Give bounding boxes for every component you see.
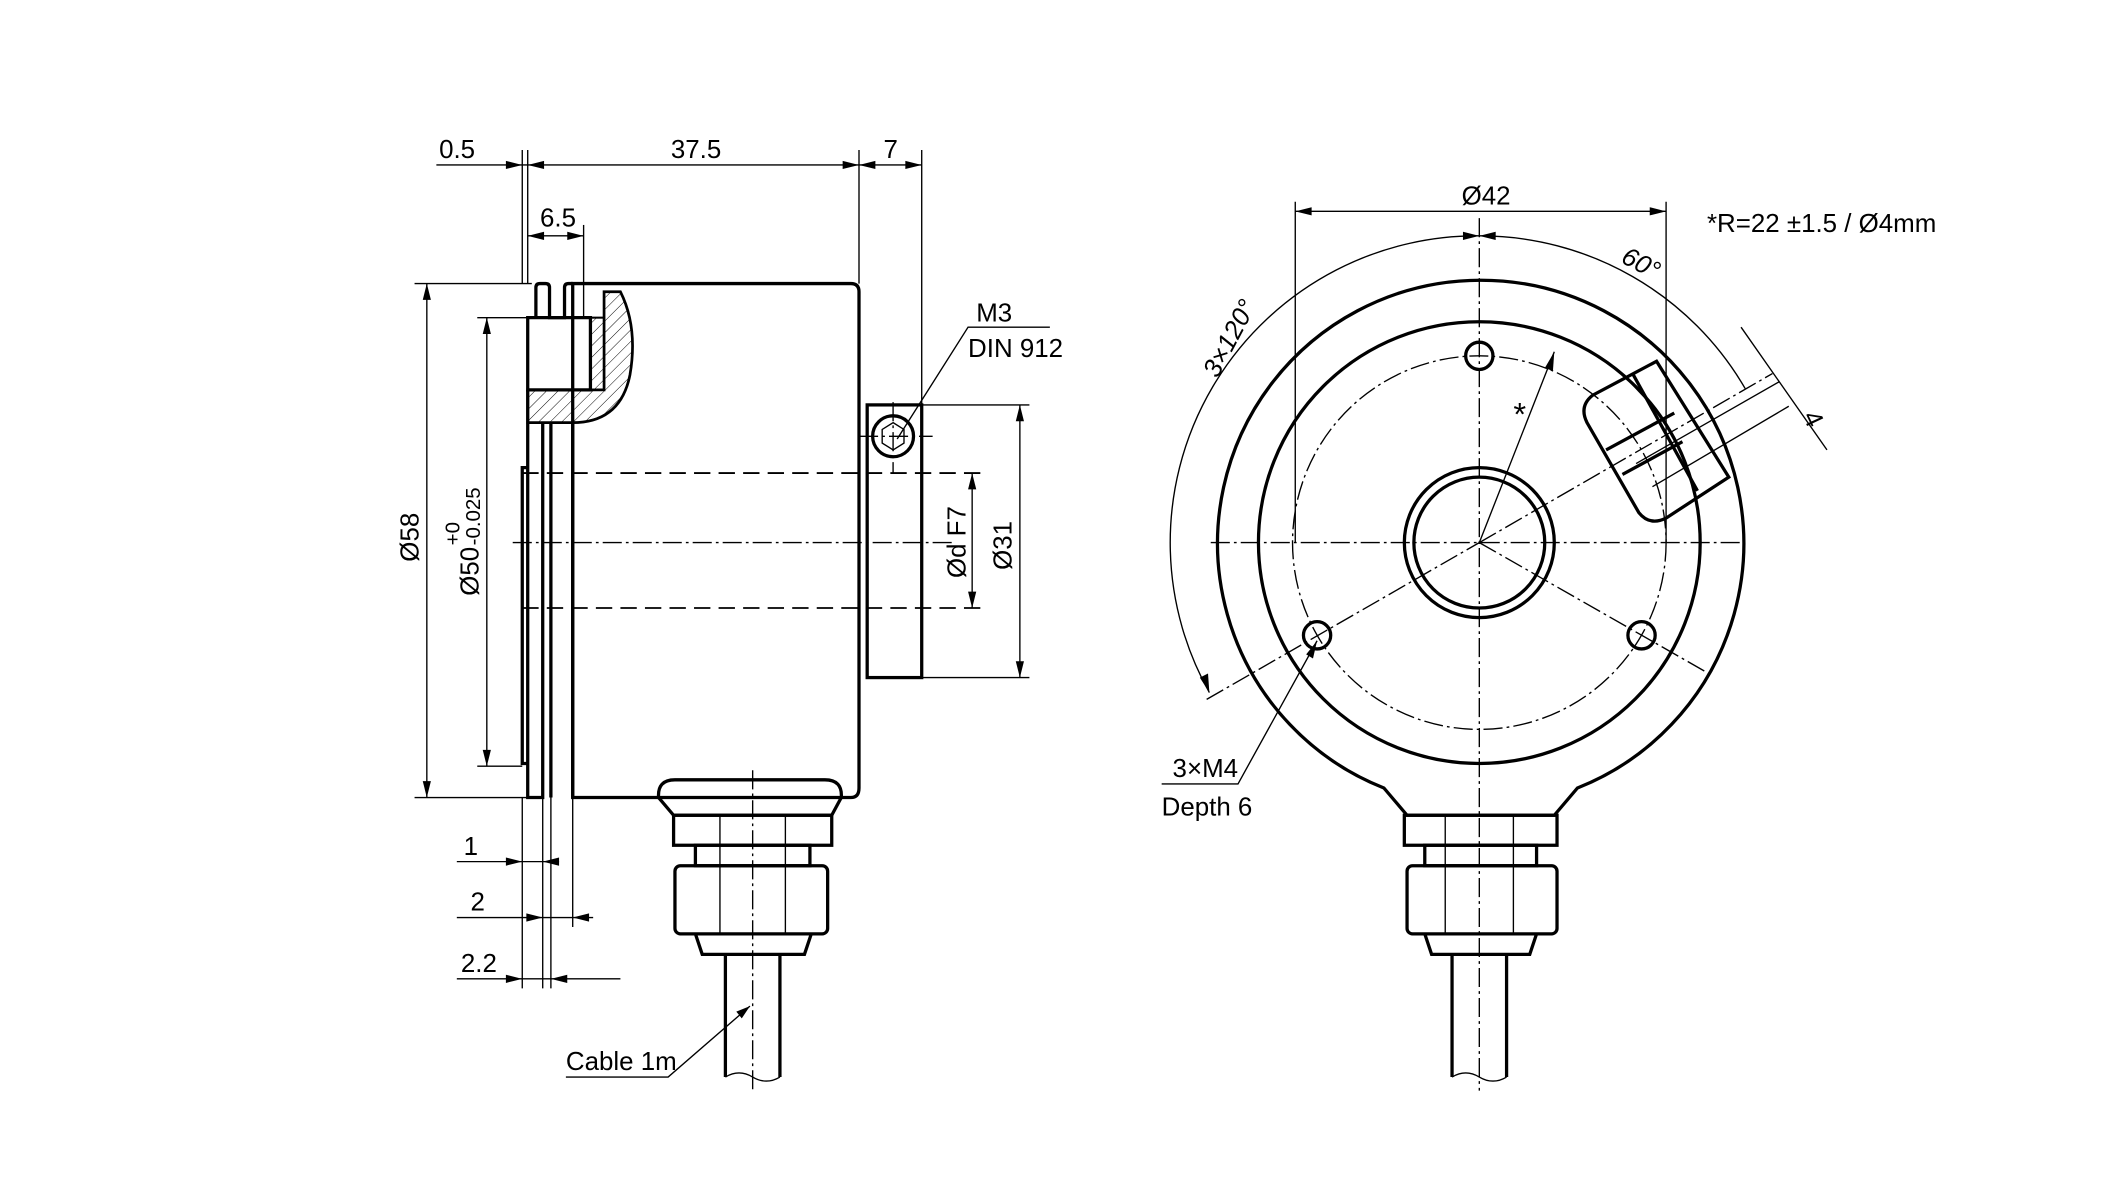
dim-6-5: 6.5 [540, 204, 576, 232]
cable-gland-base [656, 778, 843, 817]
flange-plate [526, 389, 545, 800]
mounting-hole-left [1301, 620, 1333, 651]
dim-2-2: 2.2 [461, 950, 497, 978]
angle-60: 60° [1617, 242, 1665, 285]
holes-label: 3×M4 [1173, 755, 1239, 783]
housing-section [526, 290, 634, 424]
housing-outer-circle [1215, 278, 1746, 817]
screw-label-din: DIN 912 [968, 335, 1063, 363]
flange [534, 281, 573, 320]
dim-37-5: 37.5 [671, 136, 721, 164]
note-radius: *R=22 ±1.5 / Ø4mm [1707, 210, 1936, 238]
screw-label-m3: M3 [976, 300, 1012, 328]
spigot-tolerance-upper: +0 [442, 522, 465, 545]
spigot-tolerance-lower: -0.025 [462, 487, 485, 545]
holes-depth: Depth 6 [1162, 793, 1253, 821]
clamp-ring [865, 403, 924, 680]
radius-mark: * [1513, 395, 1526, 432]
seal-section [589, 316, 606, 391]
bearing-section [526, 316, 593, 392]
front-view: * 4 Ø42 *R=22 ±1.5 / Ø4mm 60° 3×120° 3×M… [1161, 182, 1936, 1091]
dim-bore: Ød F7 [943, 506, 971, 578]
angle-arc-60 [1479, 235, 1746, 389]
dim-slot-4: 4 [1797, 407, 1828, 432]
dim-7: 7 [884, 136, 898, 164]
dim-outer-diameter: Ø58 [397, 513, 425, 562]
side-view: 0.5 37.5 7 6.5 Ø58 Ø50 +0 -0.025 Ød F7 [397, 136, 1063, 1091]
cable-label: Cable 1m [566, 1048, 677, 1076]
dim-spigot-diameter: Ø50 [457, 547, 485, 596]
angle-arc-120 [1169, 235, 1480, 693]
dim-clamp-diameter: Ø31 [990, 521, 1018, 570]
dim-0-5: 0.5 [439, 136, 475, 164]
front-cable-gland [1402, 813, 1559, 847]
angle-3x120: 3×120° [1198, 295, 1262, 381]
stator-arm [1582, 359, 1732, 523]
housing-outline [571, 281, 861, 800]
dim-hole-circle: Ø42 [1462, 182, 1511, 210]
dim-1: 1 [464, 833, 478, 861]
mounting-hole-right [1626, 620, 1657, 651]
spigot [520, 465, 528, 766]
dim-2: 2 [470, 889, 484, 917]
